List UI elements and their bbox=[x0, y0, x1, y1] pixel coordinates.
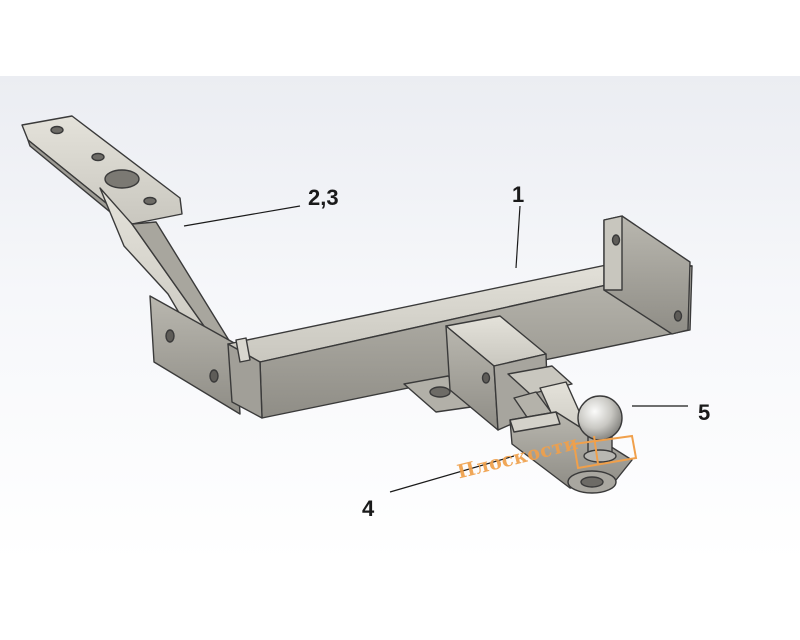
callout-4: 4 bbox=[362, 496, 375, 521]
callout-2-3: 2,3 bbox=[308, 185, 339, 210]
left-mounting-bracket bbox=[21, 115, 241, 415]
receiver-ball-mount bbox=[403, 315, 633, 494]
callout-5: 5 bbox=[698, 400, 711, 425]
callout-1: 1 bbox=[512, 182, 525, 207]
leader-lines bbox=[183, 205, 688, 493]
right-mounting-bracket bbox=[603, 215, 691, 335]
plane-marker bbox=[572, 434, 638, 470]
